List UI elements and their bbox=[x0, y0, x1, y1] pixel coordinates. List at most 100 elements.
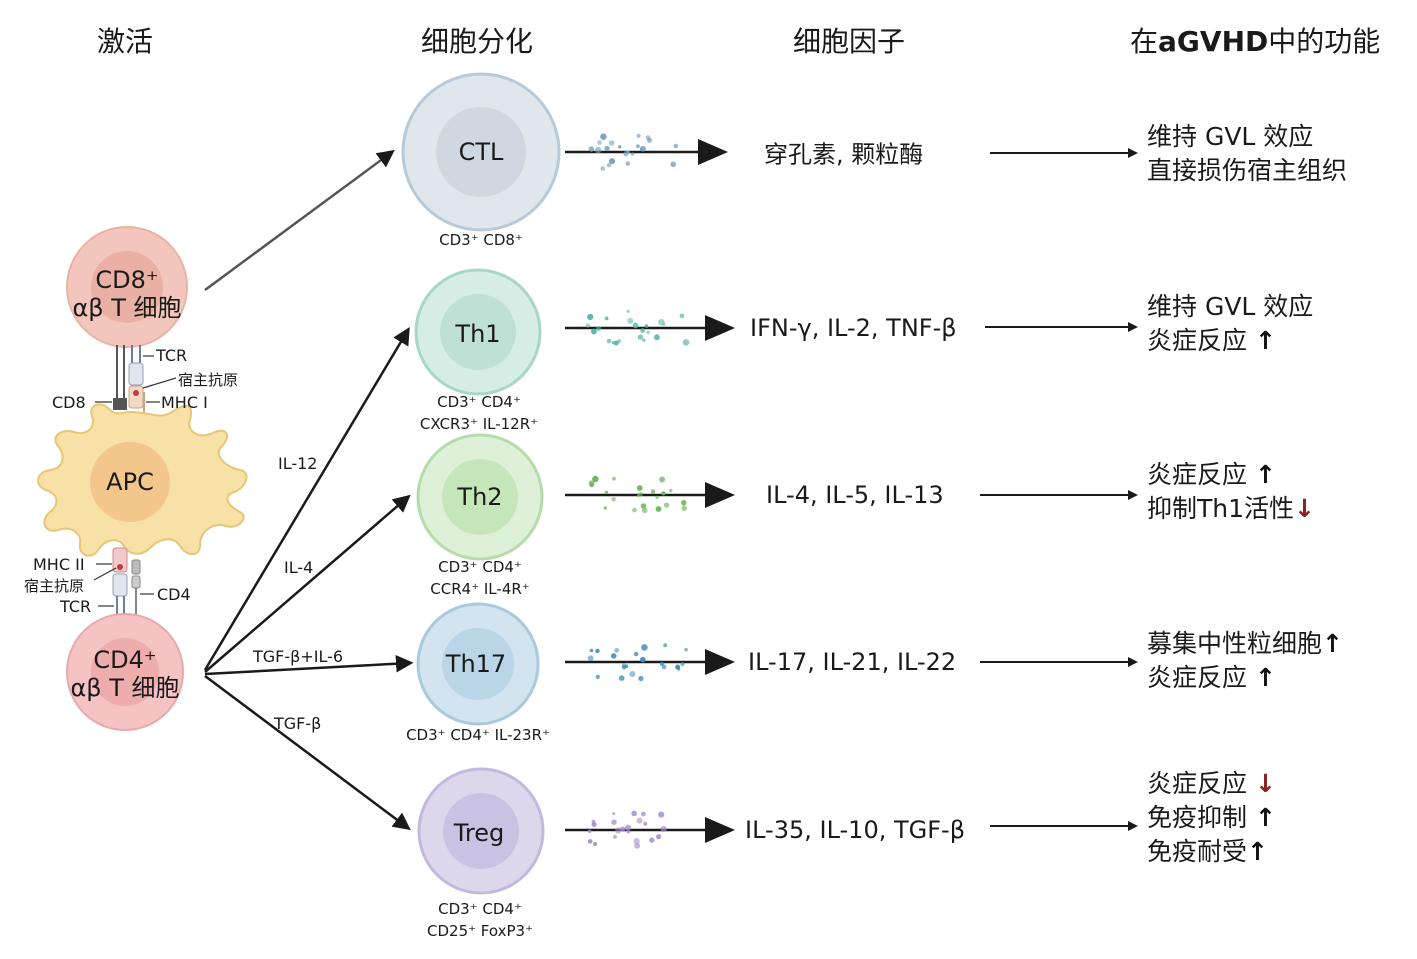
secretion-dot bbox=[679, 313, 685, 319]
secretion-dot bbox=[636, 494, 640, 498]
secretion-dot bbox=[606, 338, 612, 344]
secretion-dot bbox=[618, 145, 622, 149]
cd4-cell-line1: CD4⁺ bbox=[93, 646, 157, 674]
secretion-dot bbox=[681, 500, 687, 506]
secretion-dot bbox=[610, 653, 617, 659]
up-arrow-icon: ↑ bbox=[1247, 837, 1268, 866]
cd8-cell-line2: αβ T 细胞 bbox=[72, 294, 182, 322]
function-line: 炎症反应 ↑ bbox=[1147, 326, 1276, 355]
host-antigen-label-top: 宿主抗原 bbox=[178, 371, 239, 389]
secretion-dot bbox=[623, 151, 629, 157]
th1-name: Th1 bbox=[455, 320, 501, 348]
header-function-pre: 在 bbox=[1130, 25, 1159, 58]
secretion-dot bbox=[663, 502, 670, 508]
secretion-dot bbox=[589, 648, 594, 653]
function-line: 炎症反应 ↓ bbox=[1147, 769, 1276, 798]
receptor-label-leaders bbox=[93, 355, 177, 607]
differentiation-arrows bbox=[203, 149, 414, 831]
secretion-arrows bbox=[565, 133, 735, 849]
secretion-arrow-head bbox=[705, 482, 735, 508]
tcr-label-top: TCR bbox=[156, 346, 188, 365]
treg-cell bbox=[417, 767, 545, 895]
th17-functions: 募集中性粒细胞↑ 炎症反应 ↑ bbox=[1147, 627, 1343, 695]
secretion-dot bbox=[670, 161, 676, 168]
cd4-cell-label: CD4⁺ αβ T 细胞 bbox=[70, 646, 179, 702]
down-arrow-icon: ↓ bbox=[1294, 494, 1315, 523]
secretion-dot bbox=[662, 322, 666, 326]
treg-marker-line-1: CD3⁺ CD4⁺ bbox=[438, 900, 522, 918]
secretion-dot bbox=[656, 834, 662, 840]
header-activation: 激活 bbox=[97, 25, 154, 58]
secretion-dot bbox=[612, 812, 616, 816]
function-line: 维持 GVL 效应 bbox=[1147, 292, 1314, 321]
secretion-dot bbox=[625, 824, 632, 831]
secretion-dot bbox=[626, 309, 630, 313]
secretion-dot bbox=[604, 490, 609, 495]
secretion-dot bbox=[591, 328, 597, 335]
th2-markers: CD3⁺ CD4⁺ CCR4⁺ IL-4R⁺ bbox=[430, 556, 529, 600]
th2-cytokines: IL-4, IL-5, IL-13 bbox=[766, 481, 944, 509]
cd4-receptor-label: CD4 bbox=[157, 585, 191, 604]
secretion-dot bbox=[629, 671, 636, 677]
secretion-dot bbox=[588, 146, 595, 152]
secretion-dot bbox=[617, 339, 622, 344]
header-differentiation: 细胞分化 bbox=[421, 25, 534, 58]
secretion-dot bbox=[632, 507, 637, 513]
secretion-dot bbox=[636, 817, 643, 824]
secretion-dot bbox=[641, 811, 646, 817]
secretion-dot bbox=[630, 152, 635, 156]
up-arrow-icon: ↑ bbox=[1254, 663, 1276, 692]
treg-functions: 炎症反应 ↓ 免疫抑制 ↑ 免疫耐受↑ bbox=[1147, 767, 1276, 869]
mhc2-label: MHC II bbox=[33, 555, 85, 574]
th17-name: Th17 bbox=[445, 650, 507, 678]
secretion-dot bbox=[604, 316, 609, 321]
secretion-dot bbox=[641, 507, 648, 514]
th2-name: Th2 bbox=[457, 483, 503, 511]
secretion-dot bbox=[612, 476, 616, 481]
th2-marker-line-1: CD3⁺ CD4⁺ bbox=[438, 558, 522, 576]
cd8-t-cell bbox=[66, 226, 188, 348]
secretion-dot bbox=[606, 162, 612, 168]
ctl-marker-line: CD3⁺ CD8⁺ bbox=[439, 231, 523, 249]
header-cytokines: 细胞因子 bbox=[793, 25, 906, 58]
ctl-cell bbox=[401, 72, 561, 232]
secretion-dot bbox=[661, 491, 666, 496]
secretion-dot bbox=[684, 647, 688, 652]
secretion-dot bbox=[634, 651, 639, 657]
up-arrow-icon: ↑ bbox=[1254, 460, 1276, 489]
secretion-dot bbox=[589, 482, 595, 488]
function-arrows bbox=[980, 148, 1138, 831]
secretion-dot bbox=[650, 489, 656, 494]
function-line: 募集中性粒细胞↑ bbox=[1147, 629, 1343, 658]
secretion-dot bbox=[680, 662, 685, 667]
tcr-label-bottom: TCR bbox=[60, 597, 92, 616]
tcr-mhc2-synapse bbox=[112, 547, 141, 620]
secretion-dot bbox=[591, 819, 596, 824]
secretion-dot bbox=[603, 506, 607, 510]
secretion-arrow-head bbox=[705, 649, 735, 675]
secretion-dot bbox=[637, 334, 644, 340]
secretion-dot bbox=[643, 821, 648, 826]
secretion-dot bbox=[640, 145, 646, 152]
function-line: 直接损伤宿主组织 bbox=[1147, 156, 1348, 185]
secretion-dot bbox=[611, 819, 617, 825]
secretion-dot bbox=[632, 322, 639, 329]
treg-cytokines: IL-35, IL-10, TGF-β bbox=[745, 816, 966, 844]
apc-label: APC bbox=[106, 468, 154, 496]
secretion-dot bbox=[585, 323, 591, 328]
secretion-arrow-head bbox=[705, 315, 735, 341]
secretion-dot bbox=[611, 341, 616, 345]
function-line: 免疫耐受↑ bbox=[1147, 837, 1268, 866]
secretion-dot bbox=[663, 643, 668, 648]
signal-il12: IL-12 bbox=[278, 454, 318, 473]
secretion-dot bbox=[640, 656, 646, 663]
th1-cytokines: IFN-γ, IL-2, TNF-β bbox=[750, 314, 957, 342]
secretion-dot bbox=[660, 825, 667, 833]
secretion-arrow-head bbox=[698, 139, 728, 165]
secretion-dot bbox=[636, 485, 643, 491]
secretion-dot bbox=[627, 317, 634, 324]
secretion-dot bbox=[640, 503, 647, 509]
secretion-dot bbox=[611, 497, 616, 502]
treg-name: Treg bbox=[453, 819, 505, 847]
secretion-dot bbox=[642, 338, 646, 342]
